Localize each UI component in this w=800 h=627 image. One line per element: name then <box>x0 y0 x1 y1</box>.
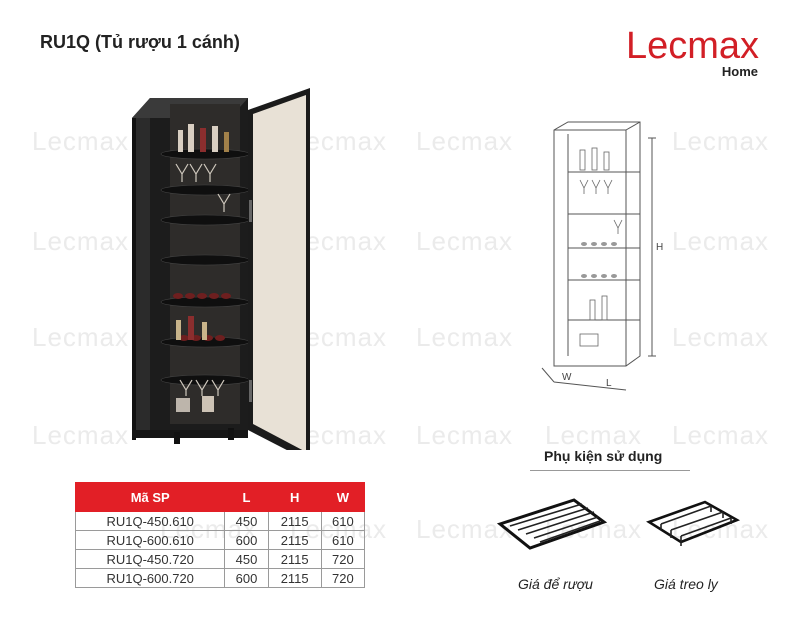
table-row: RU1Q-450.720 450 2115 720 <box>74 549 366 569</box>
table-header-row: Mã SP L H W <box>74 482 366 512</box>
cabinet-foot <box>174 432 180 444</box>
table-row: RU1Q-600.720 600 2115 720 <box>74 568 366 588</box>
accessory-label-glass-hanger: Giá treo ly <box>654 576 718 592</box>
cell-h: 2115 <box>267 511 322 531</box>
watermark: Lecmax <box>672 420 770 450</box>
cell-w: 610 <box>320 511 366 531</box>
schematic-rack <box>581 242 617 278</box>
door-hinge <box>249 380 252 402</box>
accessories-title: Phụ kiện sử dụng <box>544 448 663 464</box>
wine-glasses <box>175 163 231 396</box>
page-title: RU1Q (Tủ rượu 1 cánh) <box>40 32 240 52</box>
watermark: Lecmax <box>672 322 770 352</box>
accessories-divider <box>530 470 690 471</box>
wine-rack-accessory-image <box>496 498 608 550</box>
cell-h: 2115 <box>267 530 322 550</box>
watermark: Lecmax <box>672 126 770 156</box>
cell-w: 610 <box>320 530 366 550</box>
cell-h: 2115 <box>267 568 322 588</box>
col-header-l: L <box>224 482 269 512</box>
cabinet-schematic-drawing: H W L <box>541 121 663 391</box>
watermark: Lecmax <box>416 126 514 156</box>
cell-code: RU1Q-600.720 <box>74 568 226 588</box>
cabinet-product-image <box>132 88 310 450</box>
table-row: RU1Q-450.610 450 2115 610 <box>74 511 366 531</box>
cell-w: 720 <box>320 549 366 569</box>
cabinet-foot <box>228 428 234 440</box>
dimension-h-label: H <box>656 242 663 253</box>
dimension-w-label: W <box>562 372 572 383</box>
cell-code: RU1Q-600.610 <box>74 530 226 550</box>
accessory-label-wine-rack: Giá để rượu <box>518 576 593 592</box>
cell-h: 2115 <box>267 549 322 569</box>
cabinet-side-panel <box>132 98 150 440</box>
logo-subtitle: Home <box>721 64 758 79</box>
cell-l: 450 <box>224 511 269 531</box>
wine-bottles <box>178 124 229 152</box>
glass-hanger-accessory-image <box>646 500 741 546</box>
table-row: RU1Q-600.610 600 2115 610 <box>74 530 366 550</box>
cell-w: 720 <box>320 568 366 588</box>
lower-bottles <box>176 316 214 412</box>
dimension-l-label: L <box>606 378 612 389</box>
schematic-bottles <box>579 147 610 347</box>
col-header-h: H <box>267 482 322 512</box>
cell-l: 450 <box>224 549 269 569</box>
watermark: Lecmax <box>672 226 770 256</box>
cabinet-base <box>132 430 248 438</box>
col-header-code: Mã SP <box>74 482 226 512</box>
schematic-glasses <box>579 179 623 234</box>
spec-table: Mã SP L H W RU1Q-450.610 450 2115 610 RU… <box>74 482 366 588</box>
cell-l: 600 <box>224 568 269 588</box>
col-header-w: W <box>320 482 366 512</box>
cell-code: RU1Q-450.610 <box>74 511 226 531</box>
door-hinge <box>249 200 252 222</box>
schematic-outline <box>553 121 641 367</box>
brand-logo: Lecmax Home <box>626 24 766 84</box>
watermark: Lecmax <box>545 420 643 450</box>
watermark: Lecmax <box>416 322 514 352</box>
cabinet-door-glass <box>253 95 306 450</box>
cabinet-frame <box>132 118 136 440</box>
cell-l: 600 <box>224 530 269 550</box>
watermark: Lecmax <box>416 420 514 450</box>
logo-wordmark: Lecmax <box>626 25 760 67</box>
cell-code: RU1Q-450.720 <box>74 549 226 569</box>
watermark: Lecmax <box>416 226 514 256</box>
